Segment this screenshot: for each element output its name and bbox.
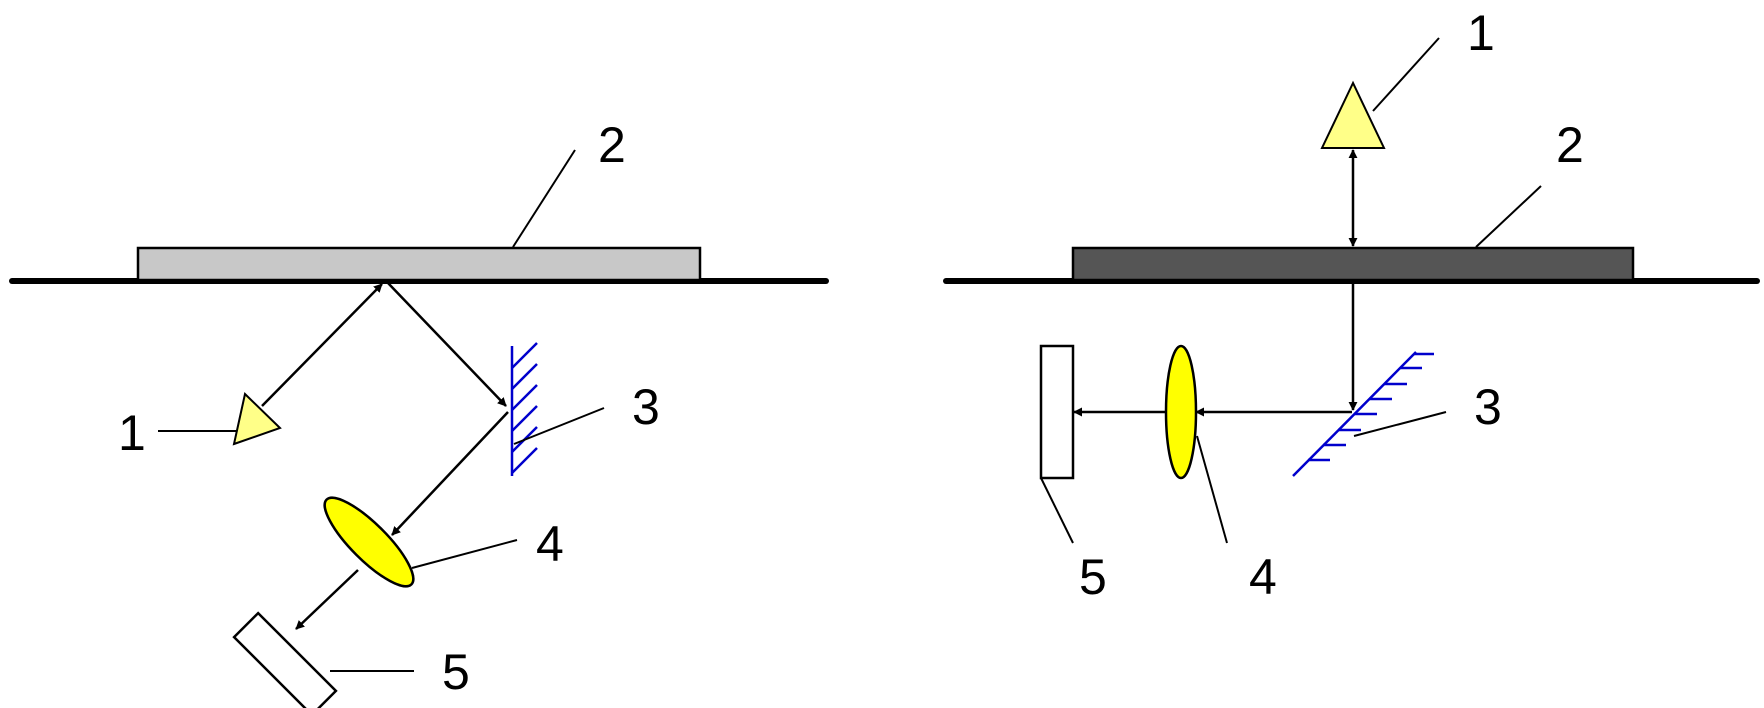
- left-label-1: 1: [118, 405, 146, 461]
- left-lens: [323, 496, 415, 588]
- left-ray-reflected: [387, 282, 507, 407]
- left-label-4: 4: [536, 516, 564, 572]
- left-lens-leader: [411, 539, 518, 569]
- left-scheme: 2 1 3 4 5: [9, 117, 829, 708]
- right-detector-leader: [1040, 477, 1074, 544]
- left-label-3: 3: [632, 379, 660, 435]
- left-ray-incident: [261, 283, 383, 407]
- right-source-leader: [1372, 37, 1440, 112]
- right-sample: [1071, 246, 1635, 282]
- left-sample: [136, 246, 702, 282]
- right-label-4: 4: [1249, 549, 1277, 605]
- right-lens-leader: [1196, 435, 1228, 544]
- right-lens: [1164, 344, 1198, 480]
- left-mirror-leader: [513, 407, 605, 445]
- right-label-5: 5: [1079, 549, 1107, 605]
- left-source-triangle: [232, 392, 282, 446]
- left-sample-leader: [512, 149, 576, 248]
- left-ray-to-lens: [391, 411, 509, 536]
- right-label-2: 2: [1556, 117, 1584, 173]
- right-scheme: 2 1 3 4 5: [943, 5, 1760, 605]
- right-sample-leader: [1475, 185, 1542, 248]
- left-detector: [232, 611, 338, 708]
- right-source-triangle: [1320, 80, 1386, 149]
- right-mirror-leader: [1353, 411, 1447, 437]
- right-label-3: 3: [1474, 379, 1502, 435]
- right-label-1: 1: [1467, 5, 1495, 61]
- left-label-2: 2: [598, 117, 626, 173]
- left-ray-to-detector: [295, 569, 359, 630]
- right-mirror: [1292, 351, 1434, 477]
- left-label-5: 5: [442, 644, 470, 700]
- left-mirror: [510, 342, 538, 476]
- right-detector: [1039, 344, 1075, 480]
